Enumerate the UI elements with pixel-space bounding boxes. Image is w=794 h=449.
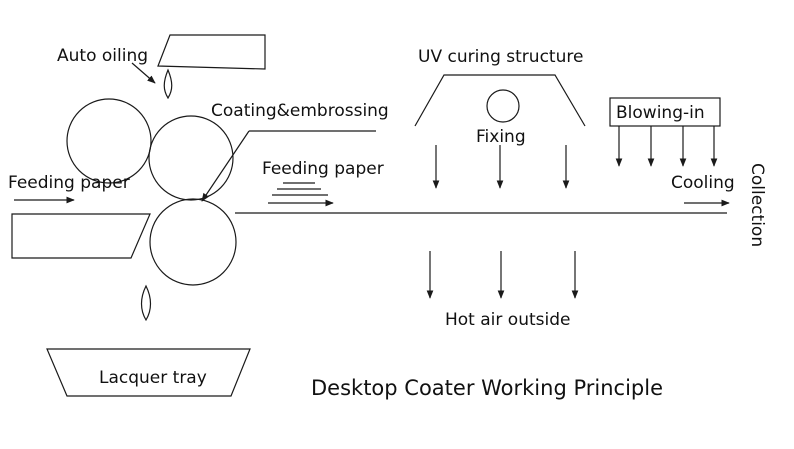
coating-embossing-label: Coating&embrossing [211,101,389,121]
hot-air-label: Hot air outside [445,310,570,330]
auto-oiling-label: Auto oiling [57,46,148,66]
lacquer-tray [46,348,251,397]
auto-oiling-leader [131,62,156,84]
feeding-speed-lines [272,182,328,196]
paper-stack [11,213,151,259]
uv-lamp [486,89,520,123]
feeding-paper-left-label: Feeding paper [8,173,130,193]
lacquer-tray-label: Lacquer tray [99,368,207,388]
fixing-label: Fixing [476,127,526,147]
lacquer-droplet-icon [140,284,152,322]
upper-left-roller [66,98,152,184]
uv-arrows [432,145,570,189]
oil-reservoir [157,34,266,70]
blowing-arrows [615,126,718,167]
cooling-label: Cooling [671,173,735,193]
feeding-paper-mid-label: Feeding paper [262,159,384,179]
uv-lamp-housing [414,74,586,127]
oil-droplet-icon [163,68,173,100]
coating-roller [149,198,237,286]
uv-curing-label: UV curing structure [418,47,583,67]
coating-leader-diagonal [201,130,250,202]
blowing-in-box [609,97,721,127]
blowing-in-label: Blowing-in [616,103,705,123]
hot-air-arrows [426,251,579,299]
collection-label: Collection [747,163,767,247]
upper-right-roller [148,115,234,201]
diagram-caption: Desktop Coater Working Principle [311,376,663,400]
